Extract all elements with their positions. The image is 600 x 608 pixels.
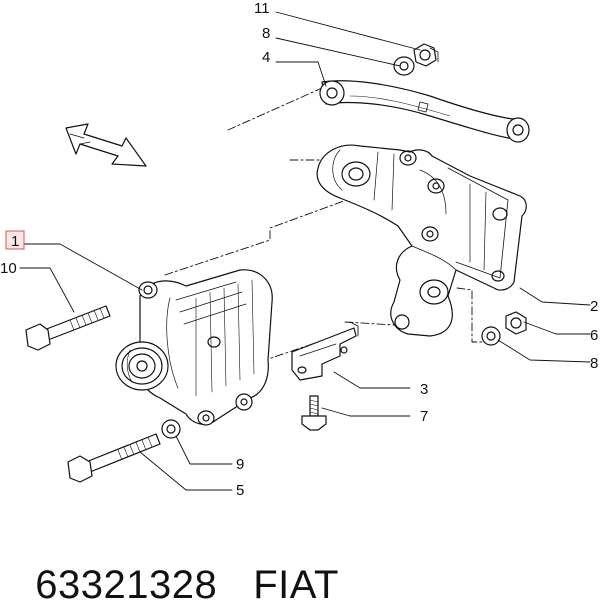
callout-7: 7 xyxy=(420,408,428,425)
short-bolt-part xyxy=(301,395,327,431)
callout-8-right: 8 xyxy=(590,355,598,372)
alternator-part xyxy=(115,269,273,426)
callout-9: 9 xyxy=(236,456,244,473)
callout-1-highlight xyxy=(5,230,25,250)
lower-long-bolt-part xyxy=(67,433,161,483)
callout-8-top: 8 xyxy=(262,25,270,42)
upper-long-bolt-part xyxy=(25,305,111,351)
callout-11: 11 xyxy=(254,0,270,17)
callout-2: 2 xyxy=(590,298,598,315)
support-arm-part xyxy=(319,80,530,143)
callout-4: 4 xyxy=(262,49,270,66)
exploded-parts-diagram: 11 8 4 1 10 2 6 8 3 7 9 5 xyxy=(0,0,598,499)
callout-10: 10 xyxy=(0,260,17,277)
callout-3: 3 xyxy=(420,381,428,398)
callout-5: 5 xyxy=(236,482,244,499)
callout-6: 6 xyxy=(590,327,598,344)
callout-labels: 11 8 4 1 10 2 6 8 3 7 9 5 xyxy=(0,0,598,499)
leader-lines xyxy=(19,11,591,491)
callout-1: 1 xyxy=(11,233,19,250)
top-nut-part xyxy=(413,43,439,67)
washer-part xyxy=(161,419,181,439)
small-bracket-part xyxy=(291,321,359,381)
part-number: 63321328 xyxy=(35,563,218,607)
top-washer-part xyxy=(393,56,415,76)
direction-arrow-icon xyxy=(65,123,147,167)
right-nut-part xyxy=(505,311,527,335)
brand-name: FIAT xyxy=(253,563,339,607)
mounting-bracket-part xyxy=(316,144,527,337)
right-washer-part xyxy=(481,326,501,346)
